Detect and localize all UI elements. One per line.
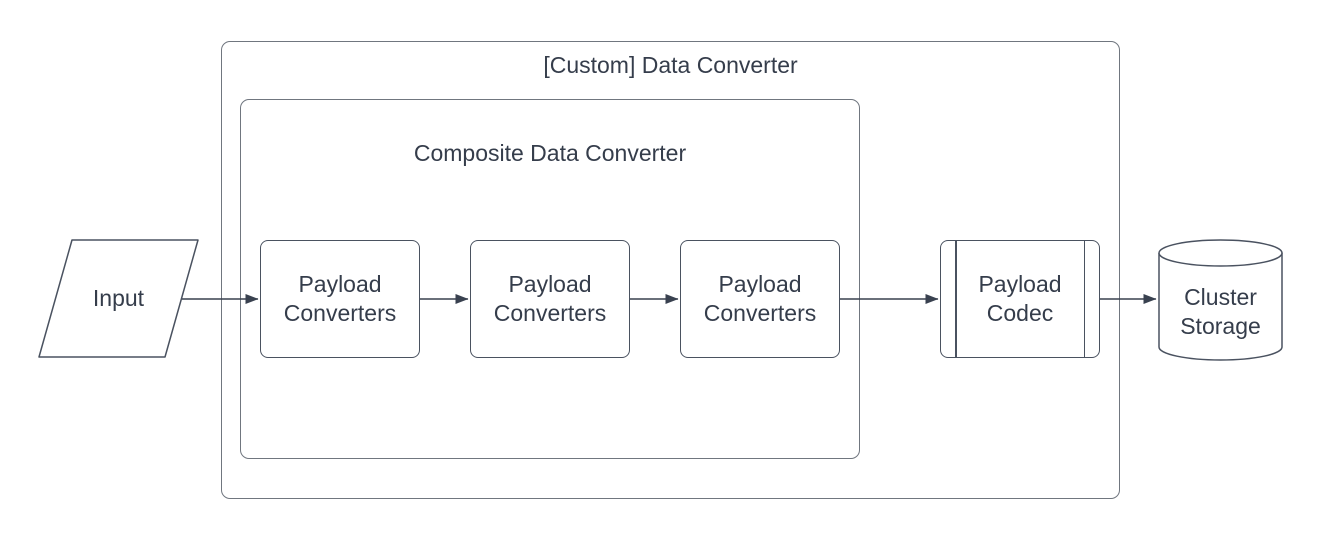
node-payload-converters-1-label: Payload Converters xyxy=(283,271,397,326)
node-cluster-storage: Cluster Storage xyxy=(1158,239,1283,361)
codec-right-rule xyxy=(1083,241,1085,357)
node-payload-converters-2: Payload Converters xyxy=(470,240,630,358)
container-composite-data-converter-title: Composite Data Converter xyxy=(413,140,687,166)
node-payload-converters-1: Payload Converters xyxy=(260,240,420,358)
node-payload-converters-3: Payload Converters xyxy=(680,240,840,358)
container-custom-data-converter-title: [Custom] Data Converter xyxy=(543,52,798,78)
node-input: Input xyxy=(38,239,199,358)
container-custom-data-converter: [Custom] Data Converter xyxy=(221,41,1120,499)
codec-left-rule xyxy=(955,241,957,357)
cylinder-shape xyxy=(1158,239,1283,361)
node-payload-converters-3-label: Payload Converters xyxy=(703,271,817,326)
container-composite-data-converter: Composite Data Converter xyxy=(240,99,860,459)
node-input-label: Input xyxy=(92,285,145,311)
node-payload-converters-2-label: Payload Converters xyxy=(493,271,607,326)
node-payload-codec-label: Payload Codec xyxy=(978,271,1062,326)
parallelogram-shape xyxy=(38,239,199,358)
node-payload-codec: Payload Codec xyxy=(940,240,1100,358)
node-cluster-storage-label: Cluster Storage xyxy=(1180,284,1261,339)
